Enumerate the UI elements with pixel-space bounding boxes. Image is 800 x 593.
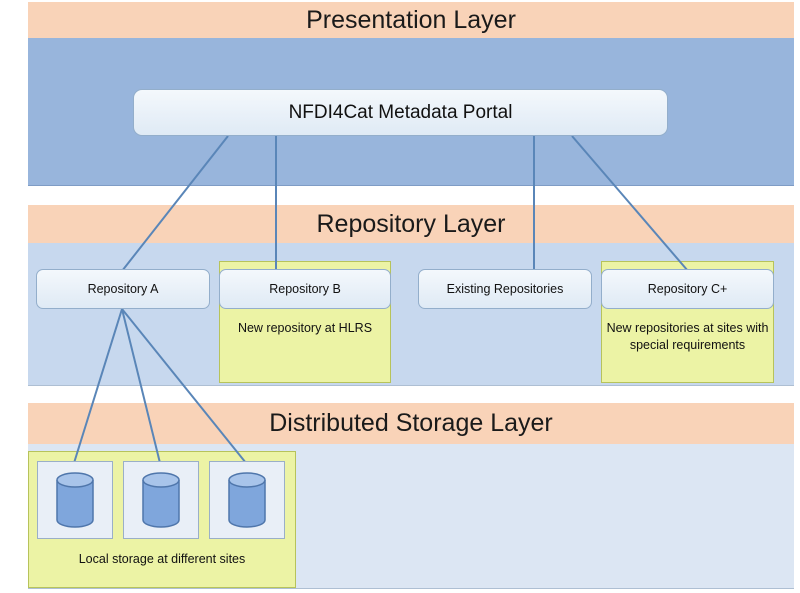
repository-c-node[interactable]: Repository C+ [601, 269, 774, 309]
database-icon [228, 472, 266, 528]
storage-site-3[interactable] [209, 461, 285, 539]
presentation-layer-title: Presentation Layer [28, 2, 794, 38]
existing-repositories-label: Existing Repositories [446, 282, 564, 296]
repository-b-caption: New repository at HLRS [237, 321, 373, 335]
existing-repositories-node[interactable]: Existing Repositories [418, 269, 592, 309]
repository-b-label: Repository B [269, 282, 341, 296]
storage-site-2[interactable] [123, 461, 199, 539]
repository-c-label: Repository C+ [647, 282, 728, 296]
metadata-portal-node[interactable]: NFDI4Cat Metadata Portal [133, 89, 668, 136]
repository-a-label: Repository A [87, 282, 159, 296]
database-icon [142, 472, 180, 528]
local-storage-caption: Local storage at different sites [78, 552, 246, 566]
metadata-portal-label: NFDI4Cat Metadata Portal [288, 101, 513, 123]
storage-layer-title: Distributed Storage Layer [28, 403, 794, 444]
repository-c-caption: New repositories at sites with special r… [606, 321, 769, 352]
repository-layer-title: Repository Layer [28, 205, 794, 243]
repository-b-node[interactable]: Repository B [219, 269, 391, 309]
database-icon [56, 472, 94, 528]
repository-a-node[interactable]: Repository A [36, 269, 210, 309]
storage-site-1[interactable] [37, 461, 113, 539]
